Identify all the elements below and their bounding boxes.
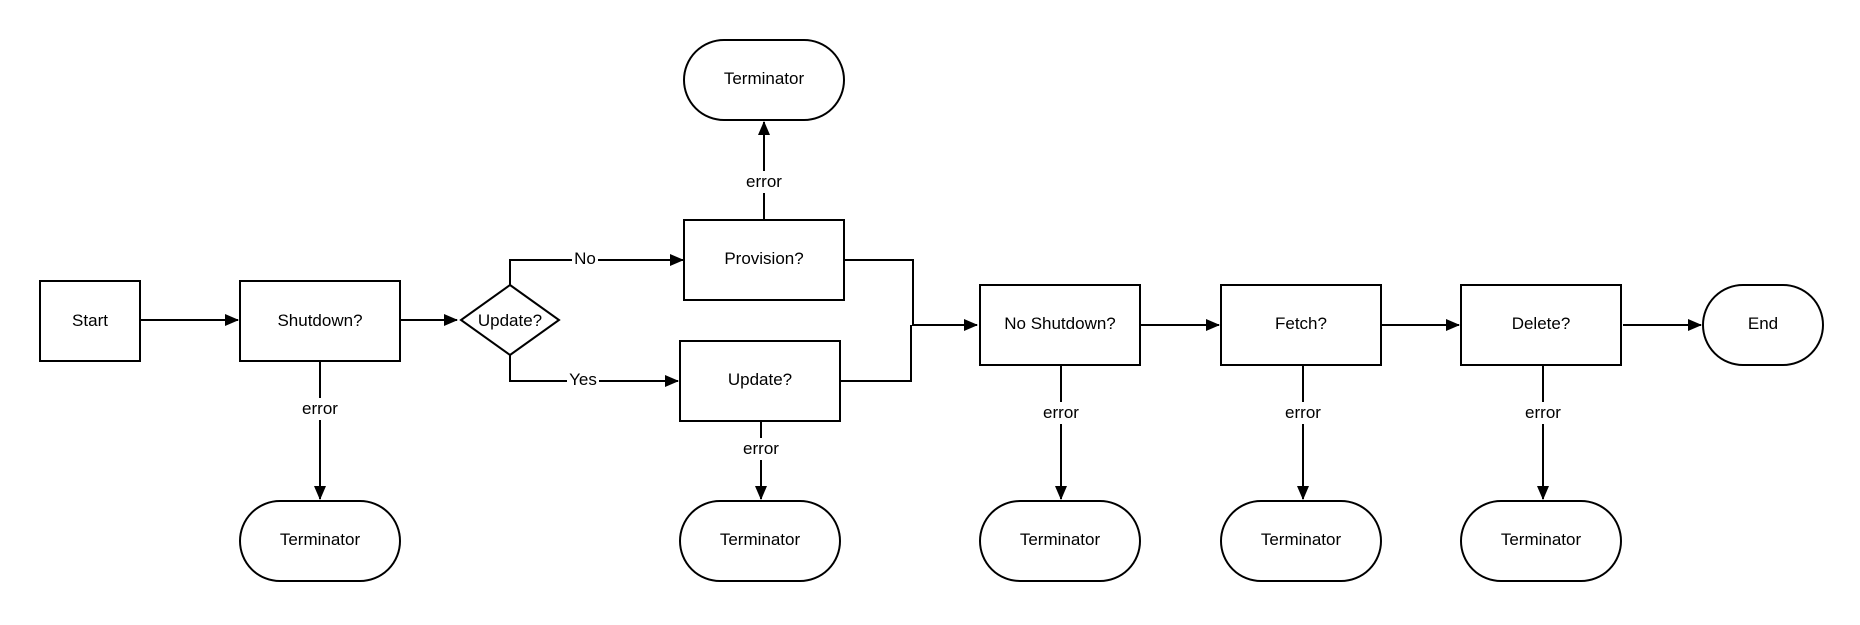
node-update: Update? (679, 340, 841, 422)
edge-update-decision-to-update (509, 355, 679, 387)
edge-label-no-shutdown-error: error (1043, 403, 1079, 422)
node-update-decision-label: Update? (478, 311, 542, 330)
node-terminator-delete-label: Terminator (1501, 530, 1582, 549)
node-terminator-fetch-label: Terminator (1261, 530, 1342, 549)
node-provision-label: Provision? (724, 249, 803, 268)
node-end: End (1702, 284, 1824, 366)
node-no-shutdown: No Shutdown? (979, 284, 1141, 366)
edge-label-delete-error: error (1525, 403, 1561, 422)
edge-update-decision-to-provision (509, 254, 684, 285)
edge-update-to-no-shutdown (840, 325, 912, 382)
nodes: Start Shutdown? Update? Terminator Provi… (39, 39, 1824, 582)
node-update-decision: Update? (459, 283, 561, 357)
node-terminator-provision-label: Terminator (724, 69, 805, 88)
node-terminator-fetch: Terminator (1220, 500, 1382, 582)
node-terminator-shutdown: Terminator (239, 500, 401, 582)
node-terminator-no-shutdown-label: Terminator (1020, 530, 1101, 549)
edge-label-yes: Yes (569, 370, 597, 389)
node-update-label: Update? (728, 370, 792, 389)
node-provision: Provision? (683, 219, 845, 301)
edge-label-fetch-error: error (1285, 403, 1321, 422)
node-terminator-update: Terminator (679, 500, 841, 582)
node-delete: Delete? (1460, 284, 1622, 366)
node-shutdown: Shutdown? (239, 280, 401, 362)
node-start: Start (39, 280, 141, 362)
node-start-label: Start (72, 311, 108, 330)
node-delete-label: Delete? (1512, 314, 1571, 333)
edge-label-shutdown-error: error (302, 399, 338, 418)
node-fetch: Fetch? (1220, 284, 1382, 366)
edges (141, 121, 1702, 500)
node-no-shutdown-label: No Shutdown? (1004, 314, 1116, 333)
node-shutdown-label: Shutdown? (277, 311, 362, 330)
node-terminator-update-label: Terminator (720, 530, 801, 549)
edge-label-provision-error: error (746, 172, 782, 191)
edge-label-no: No (574, 249, 596, 268)
edge-label-update-error: error (743, 439, 779, 458)
edge-provision-to-no-shutdown (845, 259, 978, 331)
node-end-label: End (1748, 314, 1778, 333)
node-terminator-provision: Terminator (683, 39, 845, 121)
node-terminator-shutdown-label: Terminator (280, 530, 361, 549)
node-terminator-no-shutdown: Terminator (979, 500, 1141, 582)
node-fetch-label: Fetch? (1275, 314, 1327, 333)
edge-labels: No Yes error error error error error err… (298, 171, 1565, 460)
node-terminator-delete: Terminator (1460, 500, 1622, 582)
